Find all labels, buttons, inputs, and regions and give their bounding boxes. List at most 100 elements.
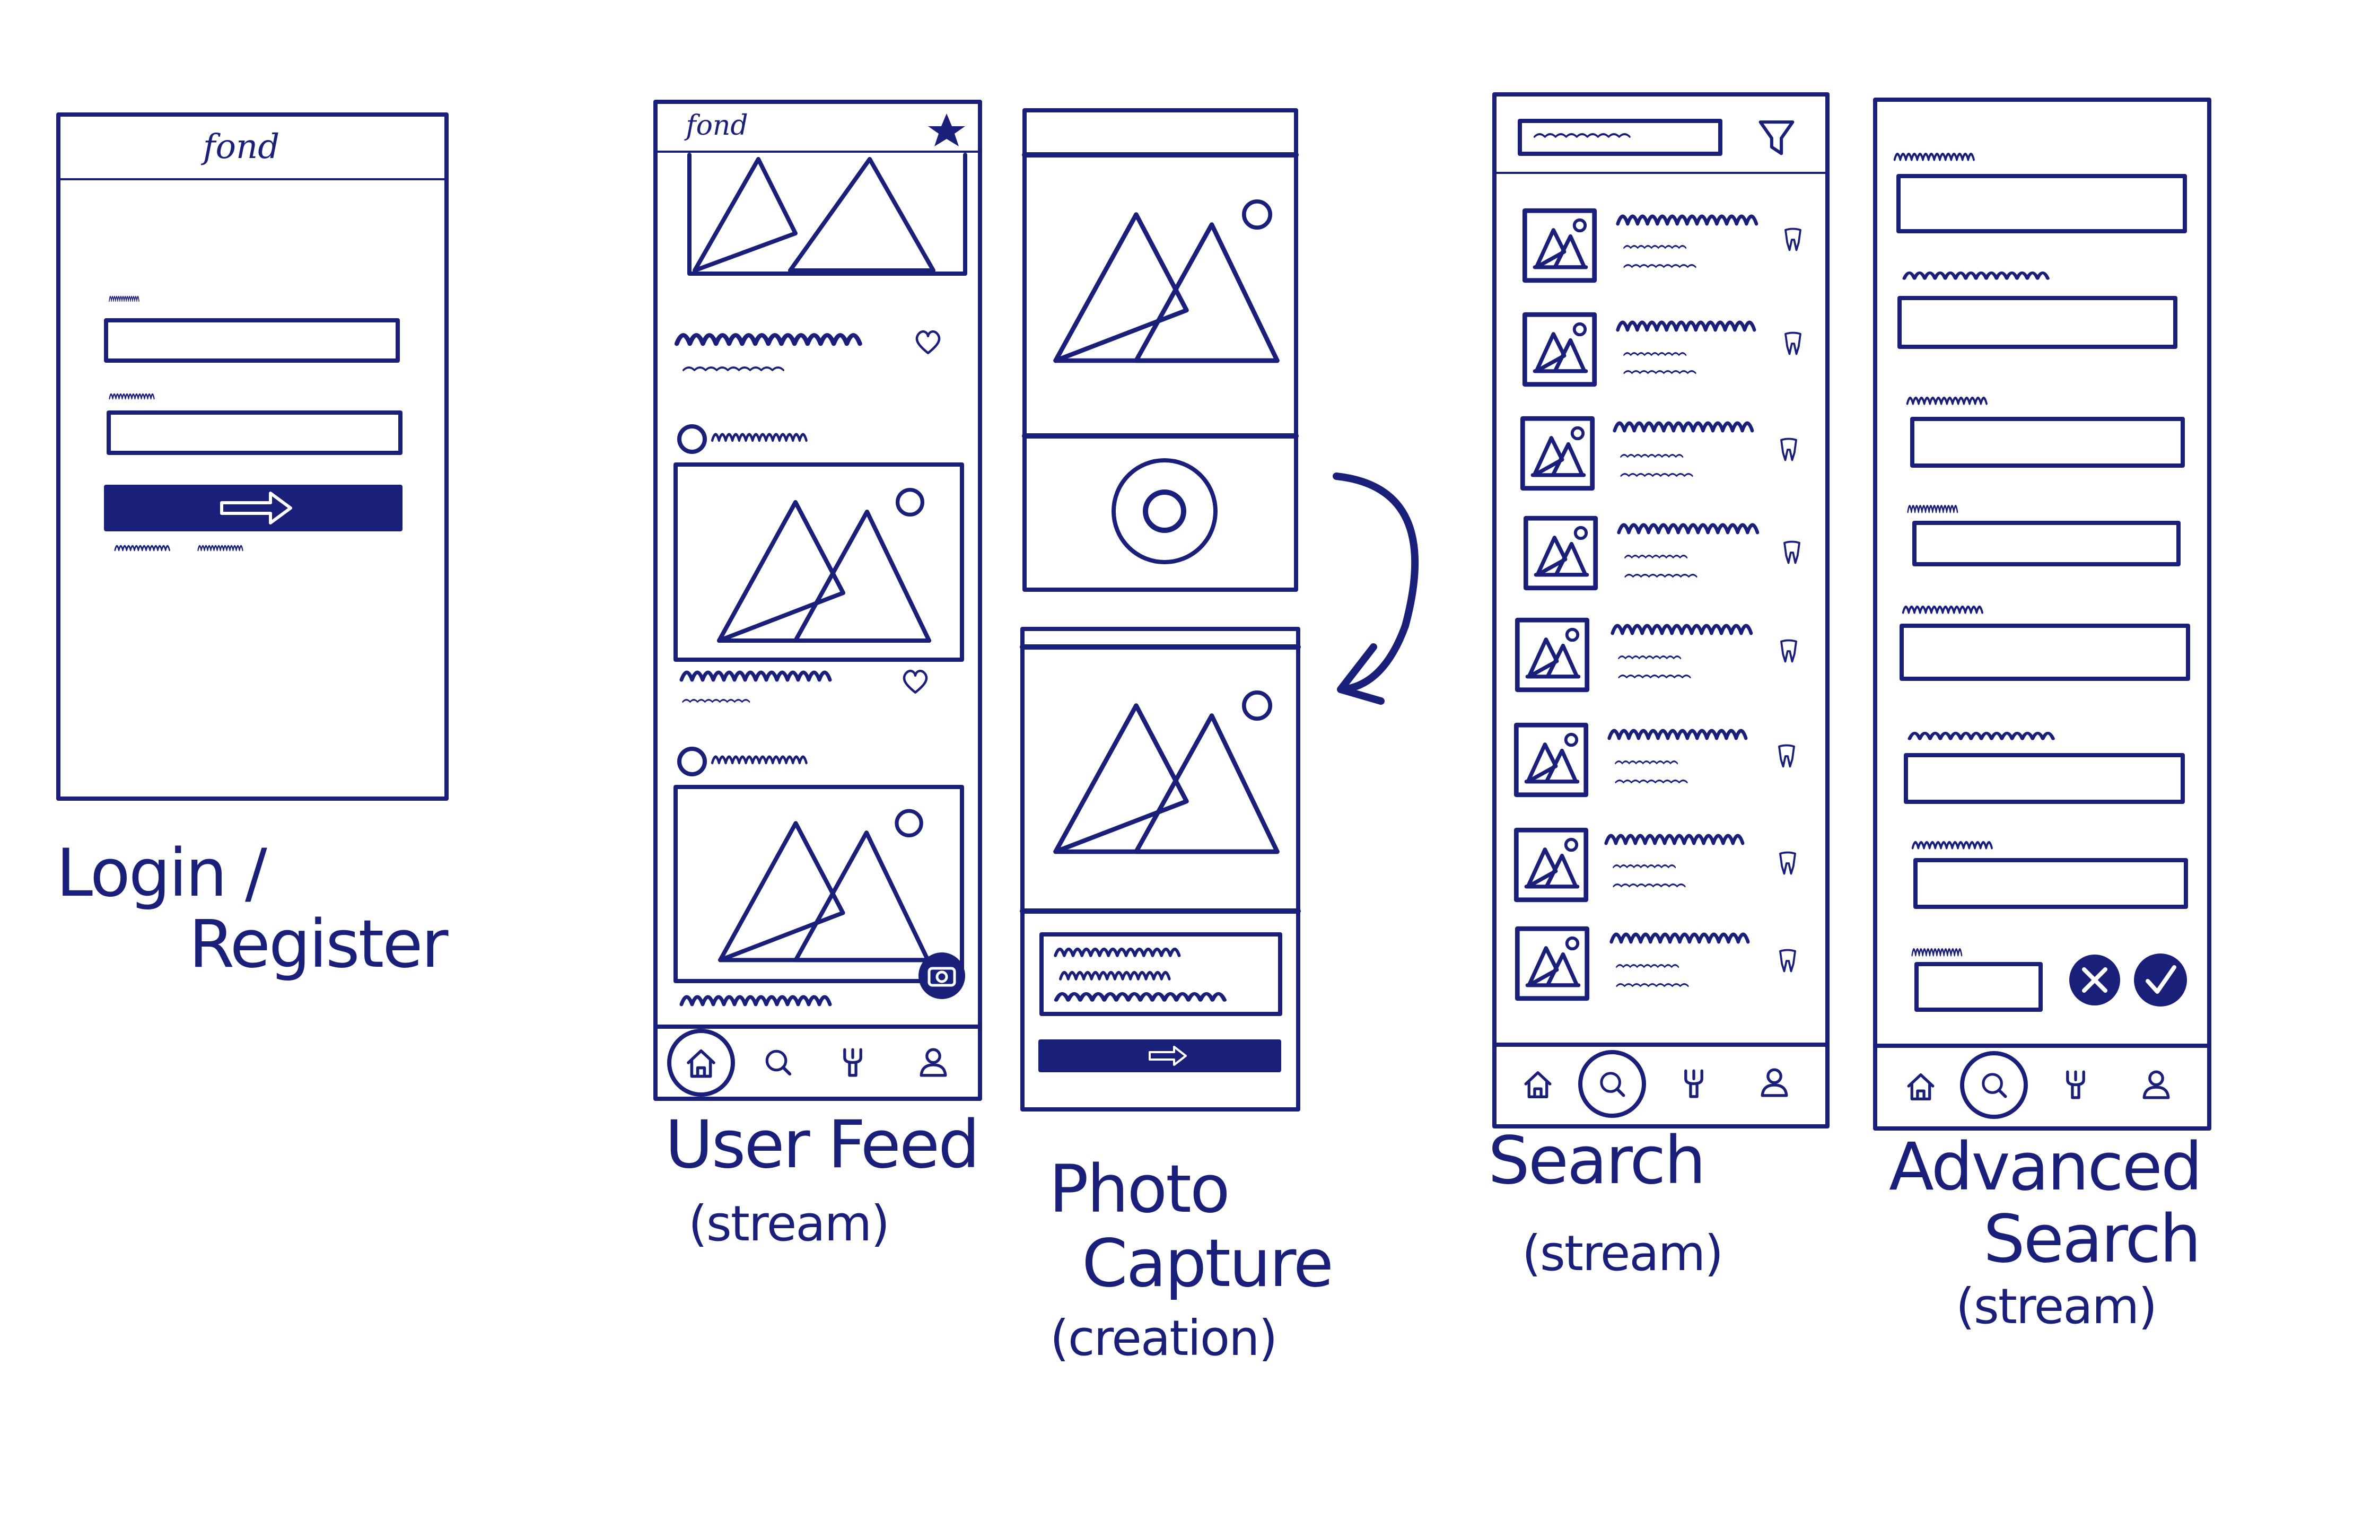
login-submit-button[interactable]: [104, 485, 402, 531]
list-item[interactable]: [1517, 929, 1795, 998]
filter-field[interactable]: [1910, 417, 2185, 468]
result-thumbnail: [1522, 418, 1592, 488]
feed-post-3-image-frame: [673, 785, 964, 983]
advanced-phone-frame: [1873, 98, 2211, 1131]
result-thumbnail: [1516, 830, 1586, 899]
shutter-button[interactable]: [1112, 458, 1218, 564]
search-input-text: [1534, 134, 1630, 137]
search-phone-frame: [1492, 92, 1830, 1128]
caption-textarea[interactable]: [1039, 932, 1282, 1016]
filter-icon[interactable]: [1761, 122, 1793, 153]
password-field[interactable]: [107, 410, 402, 455]
result-title: [1615, 423, 1752, 431]
caption-line: [1055, 949, 1179, 956]
photo-capture-screen: [1022, 108, 1299, 592]
profile-icon[interactable]: [1762, 1070, 1787, 1096]
tooth-icon[interactable]: [1779, 745, 1794, 766]
photo-caption-line1: Photo: [1049, 1151, 1230, 1228]
username-field[interactable]: [104, 318, 400, 363]
nav-search-active[interactable]: [1578, 1050, 1646, 1118]
post-submit-button[interactable]: [1038, 1039, 1281, 1072]
star-icon[interactable]: [928, 113, 965, 146]
login-screen: fond: [56, 112, 449, 801]
flow-arrow: [1333, 472, 1419, 705]
result-meta: [1624, 265, 1696, 267]
filter-field[interactable]: [1913, 858, 2188, 909]
list-item[interactable]: [1516, 830, 1795, 899]
result-meta: [1621, 455, 1683, 457]
list-item[interactable]: [1516, 725, 1794, 794]
result-meta: [1624, 246, 1686, 248]
heart-icon[interactable]: [917, 331, 939, 353]
filter-field[interactable]: [1904, 753, 2185, 804]
result-meta: [1616, 965, 1678, 967]
advanced-search-screen: [1873, 98, 2211, 1131]
list-item[interactable]: [1525, 314, 1800, 384]
result-meta: [1613, 865, 1675, 868]
mountain-icon: [693, 157, 798, 273]
heart-icon[interactable]: [904, 671, 926, 693]
nav-home-active[interactable]: [667, 1029, 735, 1097]
result-thumbnail: [1517, 929, 1587, 998]
chef-icon[interactable]: [845, 1049, 861, 1075]
caption-line: [1061, 973, 1169, 979]
filter-label: [1903, 607, 1982, 613]
avatar: [677, 424, 707, 454]
filter-label: [1908, 506, 1957, 512]
result-meta: [1618, 657, 1681, 659]
profile-icon[interactable]: [2144, 1072, 2168, 1098]
username-label: [109, 297, 139, 301]
filter-field[interactable]: [1914, 962, 2043, 1012]
result-meta: [1624, 353, 1686, 355]
filter-field[interactable]: [1897, 296, 2177, 349]
cancel-icon: [2082, 967, 2107, 993]
home-icon[interactable]: [1526, 1073, 1550, 1097]
result-title: [1609, 731, 1746, 738]
password-label: [110, 395, 154, 399]
filter-label: [1895, 154, 1974, 160]
profile-icon[interactable]: [921, 1049, 946, 1075]
result-meta: [1619, 676, 1691, 678]
result-title: [1618, 216, 1756, 224]
search-icon[interactable]: [1602, 1073, 1624, 1096]
result-meta: [1617, 984, 1688, 986]
list-item[interactable]: [1517, 620, 1796, 689]
confirm-icon: [2146, 965, 2176, 994]
flow-arrow-head: [1337, 643, 1385, 705]
chef-icon[interactable]: [2068, 1072, 2084, 1098]
search-icon[interactable]: [1983, 1074, 2006, 1097]
search-results-list: [1516, 211, 1800, 998]
tooth-icon[interactable]: [1780, 852, 1795, 873]
filter-field[interactable]: [1896, 174, 2187, 233]
feed-logo: fond: [684, 110, 748, 142]
list-item[interactable]: [1525, 211, 1800, 280]
tooth-icon[interactable]: [1784, 541, 1799, 563]
photo-post-screen: [1020, 627, 1301, 1112]
tooth-icon[interactable]: [1781, 439, 1796, 460]
search-input[interactable]: [1518, 119, 1722, 156]
result-meta: [1625, 575, 1697, 577]
search-icon[interactable]: [767, 1051, 790, 1074]
nav-search-active[interactable]: [1960, 1051, 2028, 1119]
forgot-password-link[interactable]: [115, 546, 170, 550]
camera-icon[interactable]: [918, 952, 965, 999]
home-icon[interactable]: [1909, 1075, 1933, 1099]
confirm-button[interactable]: [2134, 953, 2187, 1007]
list-item[interactable]: [1526, 518, 1799, 588]
photo-caption-line2: Capture: [1082, 1226, 1334, 1302]
filter-field[interactable]: [1900, 624, 2190, 681]
filter-label: [1910, 733, 2053, 739]
feed-screen: fond: [653, 100, 982, 1101]
filter-field[interactable]: [1912, 521, 2181, 566]
home-icon[interactable]: [688, 1051, 714, 1077]
tooth-icon[interactable]: [1781, 640, 1796, 661]
filter-label: [1912, 950, 1962, 956]
register-link[interactable]: [198, 546, 243, 550]
chef-icon[interactable]: [1686, 1071, 1702, 1097]
search-screen: [1492, 92, 1830, 1128]
tooth-icon[interactable]: [1786, 332, 1800, 354]
tooth-icon[interactable]: [1786, 229, 1800, 250]
tooth-icon[interactable]: [1780, 950, 1795, 971]
login-caption-line1: Login /: [56, 835, 267, 912]
list-item[interactable]: [1522, 418, 1796, 488]
